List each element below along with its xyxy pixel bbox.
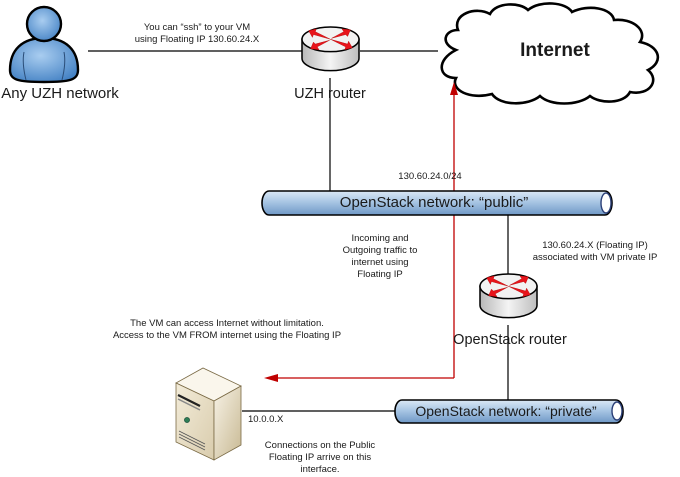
public-network-pipe xyxy=(261,190,613,216)
ssh-note-line1: You can “ssh” to your VM xyxy=(143,22,251,33)
vm-access-note-line1: The VM can access Internet without limit… xyxy=(130,318,324,329)
traffic-note-line3: internet using xyxy=(351,257,409,268)
public-subnet-label: 130.60.24.0/24 xyxy=(398,171,462,182)
connections-note-line2: Floating IP arrive on this xyxy=(268,452,372,463)
uzh-router-label: UZH router xyxy=(294,86,366,102)
traffic-note: Incoming and Outgoing traffic to interne… xyxy=(325,233,435,281)
connections-note-line1: Connections on the Public xyxy=(264,440,376,451)
user-label: Any UZH network xyxy=(1,85,119,102)
traffic-note-line1: Incoming and xyxy=(351,233,409,244)
floating-ip-note: 130.60.24.X (Floating IP) associated wit… xyxy=(515,240,675,264)
server-icon xyxy=(175,367,242,461)
ssh-note-line2: using Floating IP 130.60.24.X xyxy=(134,34,260,45)
connections-note-line3: interface. xyxy=(300,464,340,475)
ssh-note: You can “ssh” to your VM using Floating … xyxy=(112,22,282,46)
private-network-label: OpenStack network: “private” xyxy=(415,403,597,419)
private-network-pipe xyxy=(394,399,624,424)
vm-access-note: The VM can access Internet without limit… xyxy=(92,318,362,342)
traffic-note-line4: Floating IP xyxy=(357,269,403,280)
floating-ip-note-line1: 130.60.24.X (Floating IP) xyxy=(542,240,648,251)
user-icon xyxy=(8,5,80,84)
openstack-router-icon xyxy=(479,273,538,319)
connections-note: Connections on the Public Floating IP ar… xyxy=(245,440,395,476)
openstack-router-label: OpenStack router xyxy=(453,332,567,348)
traffic-note-line2: Outgoing traffic to xyxy=(342,245,418,256)
internet-label: Internet xyxy=(520,40,590,61)
floating-ip-note-line2: associated with VM private IP xyxy=(532,252,658,263)
vm-ip-label: 10.0.0.X xyxy=(248,414,284,425)
uzh-router-icon xyxy=(301,26,360,72)
public-network-label: OpenStack network: “public” xyxy=(339,194,529,211)
cloud-icon xyxy=(440,2,660,105)
vm-access-note-line2: Access to the VM FROM internet using the… xyxy=(112,330,342,341)
traffic-arrow xyxy=(264,82,458,382)
